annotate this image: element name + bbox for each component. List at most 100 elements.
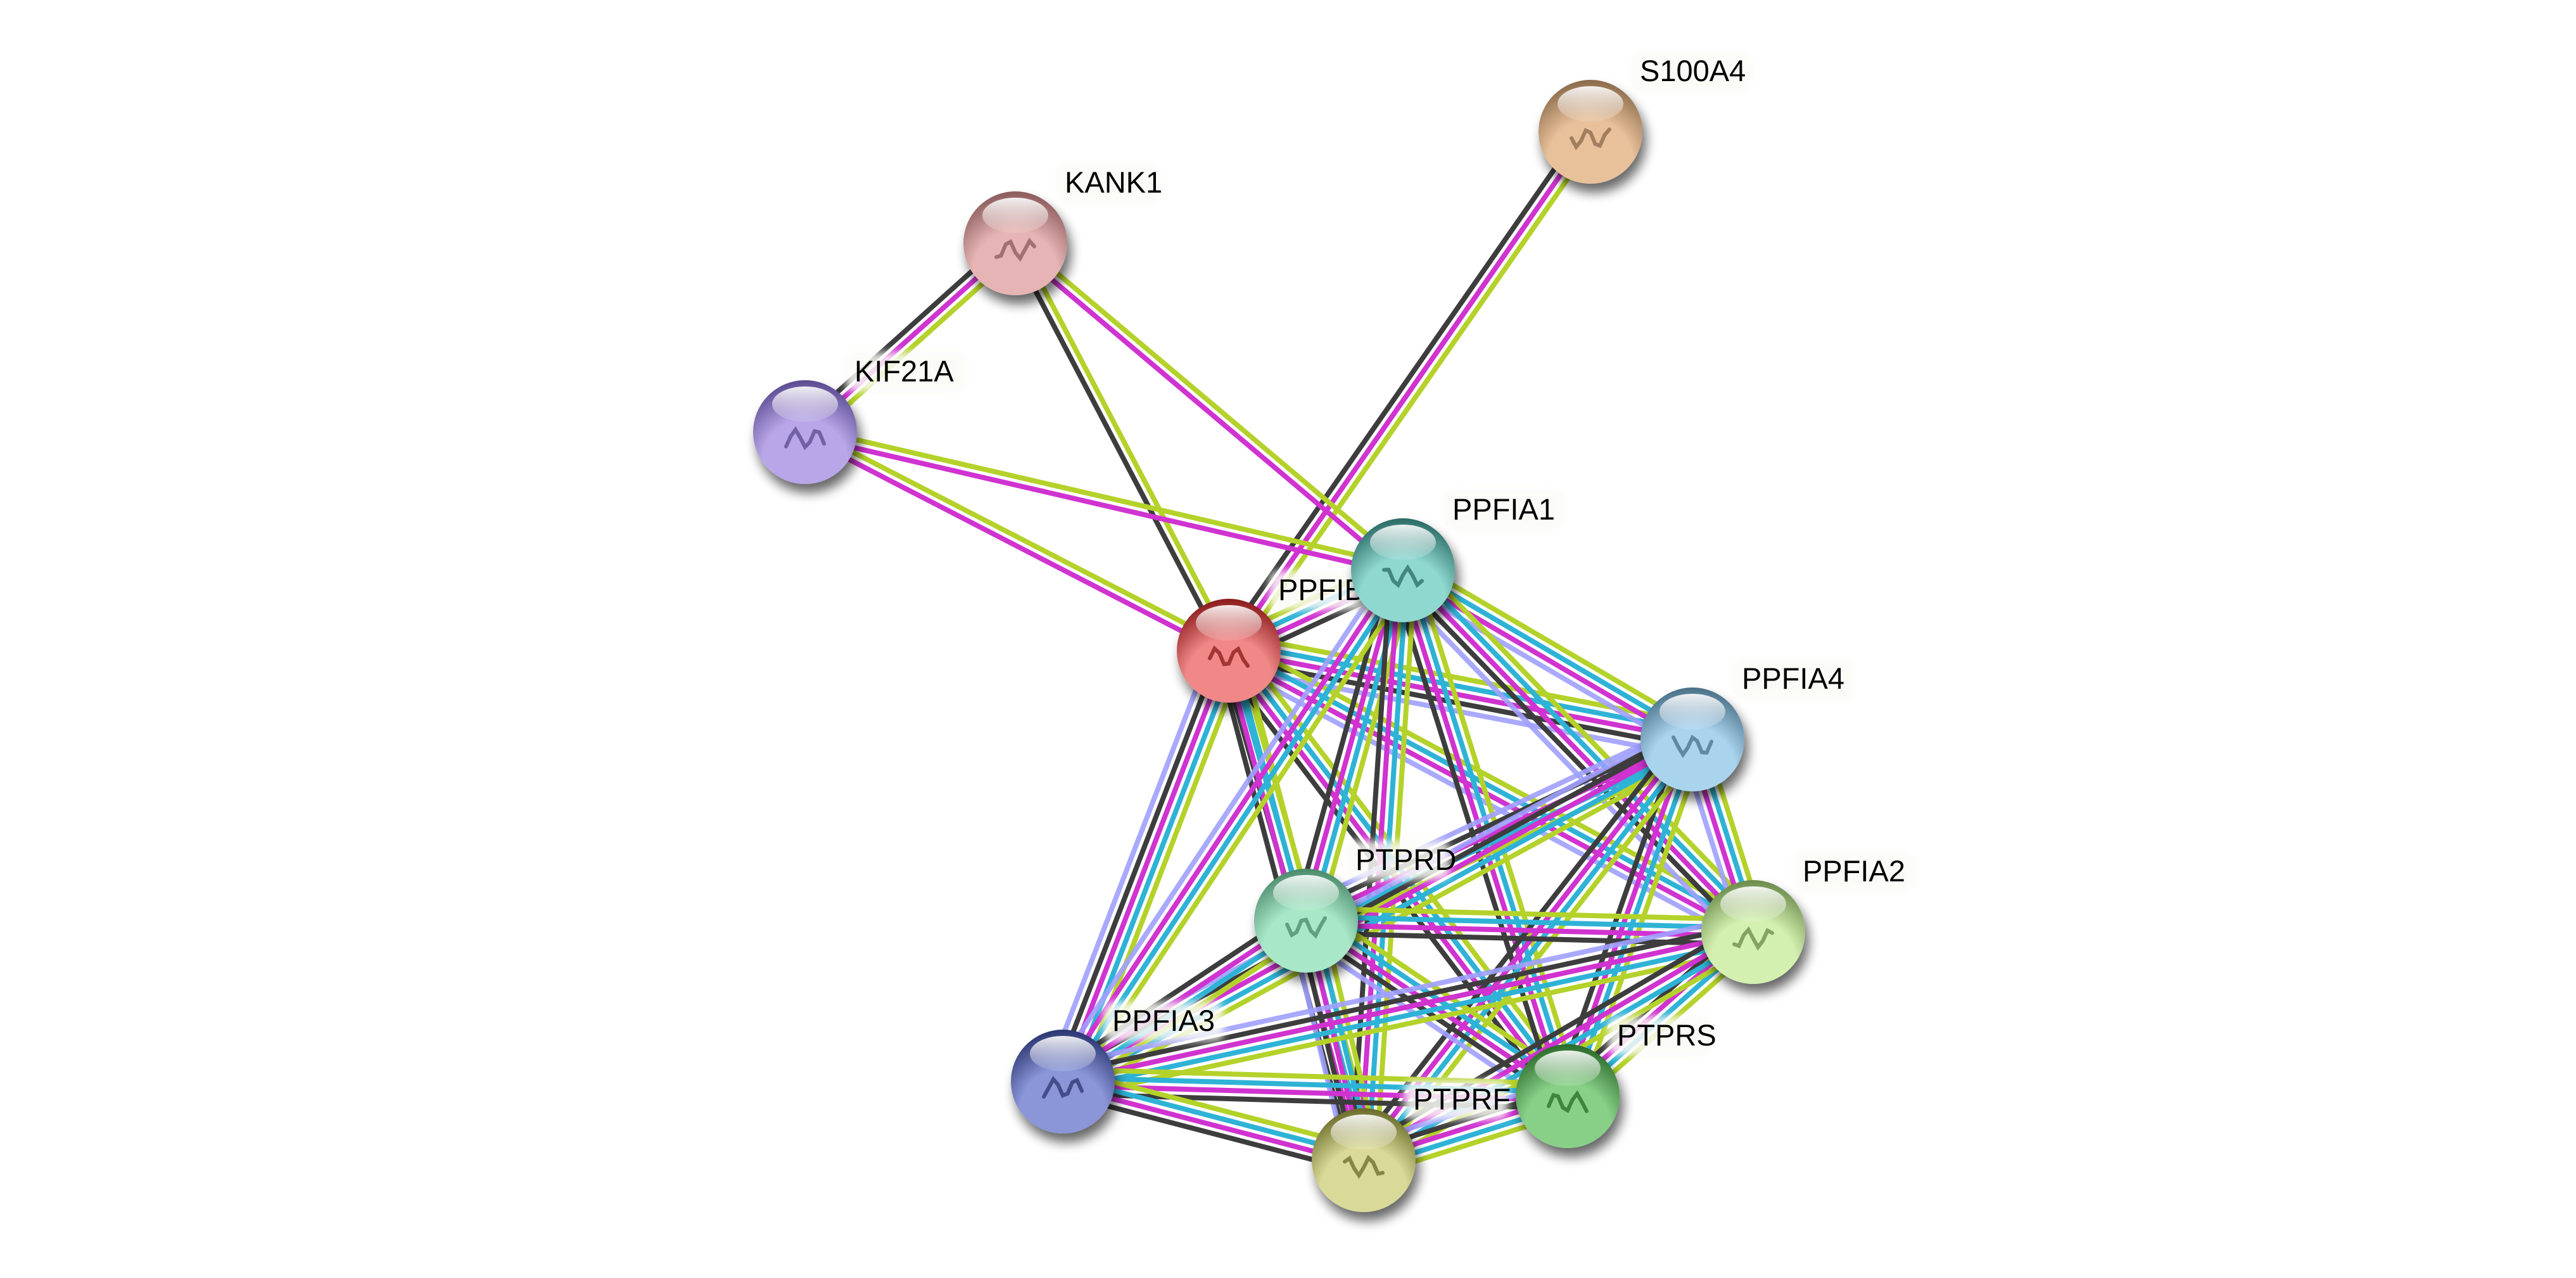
node-s100a4[interactable] <box>1539 80 1642 184</box>
gloss-highlight <box>1558 86 1623 122</box>
edge-evidence-experiments <box>1226 130 1593 653</box>
node-kif21a[interactable] <box>753 380 857 484</box>
edge-ppfia3-ptprf[interactable] <box>1059 1067 1367 1175</box>
edge-evidence-databases <box>1407 563 1761 928</box>
protein-structure-icon <box>784 426 826 450</box>
edge-evidence-homology <box>1045 644 1216 1077</box>
edge-evidence-textmining <box>1315 573 1418 925</box>
gloss-highlight <box>1273 875 1339 911</box>
edge-evidence-textmining <box>1407 557 1700 731</box>
node-label-text: PTPRF <box>1413 1082 1511 1116</box>
edge-evidence-textmining <box>1306 905 1754 923</box>
edge-evidence-homology <box>1050 561 1395 1077</box>
edge-kif21a-ppfibp1[interactable] <box>802 426 1232 657</box>
label-background <box>1794 852 1914 891</box>
node-label-ptprs: PTPRS <box>1608 1016 1716 1056</box>
node-ppfibp1[interactable] <box>1177 599 1281 703</box>
node-ptprf[interactable] <box>1312 1108 1416 1212</box>
protein-structure-icon <box>1672 734 1713 758</box>
protein-structure-icon <box>1042 1076 1084 1099</box>
edge-evidence-homology <box>1221 659 1749 945</box>
node-label-text: KIF21A <box>854 354 954 388</box>
node-label-kif21a: KIF21A <box>846 352 966 392</box>
edge-evidence-coexpression <box>1395 574 1749 940</box>
edge-ppfia4-ptprd[interactable] <box>1298 722 1701 938</box>
edge-ppfia1-ppfia2[interactable] <box>1389 557 1767 945</box>
label-background <box>1347 841 1450 880</box>
node-label-ppfia1: PPFIA1 <box>1443 490 1564 530</box>
edge-evidence-textmining <box>1577 743 1707 1101</box>
edge-evidence-coexpression <box>1291 566 1394 918</box>
protein-structure-icon <box>1547 1090 1589 1113</box>
edges-layer <box>797 125 1768 1179</box>
edge-ppfia1-ptprd[interactable] <box>1291 566 1418 925</box>
edge-evidence-experiments <box>1228 648 1693 742</box>
node-label-ppfia2: PPFIA2 <box>1794 852 1914 891</box>
edge-ppfia1-ppfia4[interactable] <box>1395 557 1700 753</box>
edge-evidence-textmining <box>806 426 1232 649</box>
node-label-ptprd: PTPRD <box>1347 841 1456 880</box>
node-ptprd[interactable] <box>1254 869 1358 973</box>
label-background <box>1056 163 1159 203</box>
node-label-text: S100A4 <box>1640 54 1746 87</box>
node-label-ppfia3: PPFIA3 <box>1103 1002 1224 1041</box>
edge-evidence-experiments <box>1305 737 1694 923</box>
node-kank1[interactable] <box>963 191 1067 295</box>
edge-kif21a-ppfia1[interactable] <box>803 425 1405 577</box>
node-ppfia2[interactable] <box>1701 880 1805 984</box>
node-label-text: PPFIA2 <box>1803 854 1905 888</box>
gloss-highlight <box>1030 1036 1096 1071</box>
label-background <box>1443 490 1564 530</box>
edge-evidence-experiments <box>1060 649 1231 1083</box>
node-label-text: PPFIA1 <box>1452 492 1555 526</box>
edge-evidence-experiments <box>1062 930 1754 1084</box>
node-ptprs[interactable] <box>1516 1044 1620 1148</box>
protein-structure-icon <box>1570 127 1611 151</box>
gloss-highlight <box>1535 1051 1601 1086</box>
edge-evidence-textmining <box>1017 240 1235 650</box>
node-label-s100a4: S100A4 <box>1631 52 1751 91</box>
edge-evidence-experiments <box>1011 244 1402 576</box>
edge-evidence-experiments <box>1399 572 1692 746</box>
edge-evidence-textmining <box>1233 135 1599 657</box>
label-background <box>1404 1080 1507 1120</box>
edge-evidence-databases <box>1064 571 1409 1085</box>
protein-structure-icon <box>994 238 1036 262</box>
edge-evidence-databases <box>1404 564 1696 738</box>
edge-s100a4-ppfibp1[interactable] <box>1220 125 1599 657</box>
node-ppfia3[interactable] <box>1011 1030 1115 1134</box>
edge-evidence-databases <box>1307 570 1410 923</box>
edge-ptprd-ppfia2[interactable] <box>1305 905 1754 947</box>
edge-evidence-homology <box>1389 580 1744 945</box>
node-ppfia1[interactable] <box>1351 518 1455 622</box>
edge-evidence-coexpression <box>1009 244 1228 654</box>
edge-evidence-textmining <box>1065 1067 1367 1151</box>
edge-evidence-experiments <box>1299 568 1402 921</box>
edge-evidence-coexpression <box>1059 1090 1362 1175</box>
edge-kank1-ppfibp1[interactable] <box>1009 240 1235 654</box>
edge-kank1-ppfia1[interactable] <box>1011 238 1407 576</box>
edge-evidence-textmining <box>1016 238 1407 570</box>
gloss-highlight <box>1370 525 1436 560</box>
node-ppfia4[interactable] <box>1640 687 1744 791</box>
edge-evidence-coexpression <box>1301 729 1691 916</box>
node-label-ppfia4: PPFIA4 <box>1733 660 1853 699</box>
protein-structure-icon <box>1343 1154 1385 1179</box>
edge-evidence-experiments <box>1226 652 1753 938</box>
gloss-highlight <box>1720 886 1786 922</box>
gloss-highlight <box>982 198 1048 233</box>
edge-evidence-experiments <box>1401 568 1755 934</box>
edge-evidence-textmining <box>805 425 1405 569</box>
label-background <box>1103 1002 1224 1041</box>
edge-evidence-textmining <box>1412 557 1767 923</box>
gloss-highlight <box>1331 1115 1397 1150</box>
edge-evidence-databases <box>1308 744 1697 931</box>
edge-evidence-coexpression <box>1305 930 1753 947</box>
labels-layer: S100A4KANK1KIF21APPFIBP1PPFIA1PPFIA4PTPR… <box>846 52 1914 1120</box>
node-label-kank1: KANK1 <box>1056 163 1162 203</box>
node-label-text: PPFIA4 <box>1742 661 1844 695</box>
gloss-highlight <box>1659 694 1725 729</box>
edge-evidence-coexpression <box>1053 646 1224 1080</box>
edge-evidence-homology <box>1395 578 1688 753</box>
